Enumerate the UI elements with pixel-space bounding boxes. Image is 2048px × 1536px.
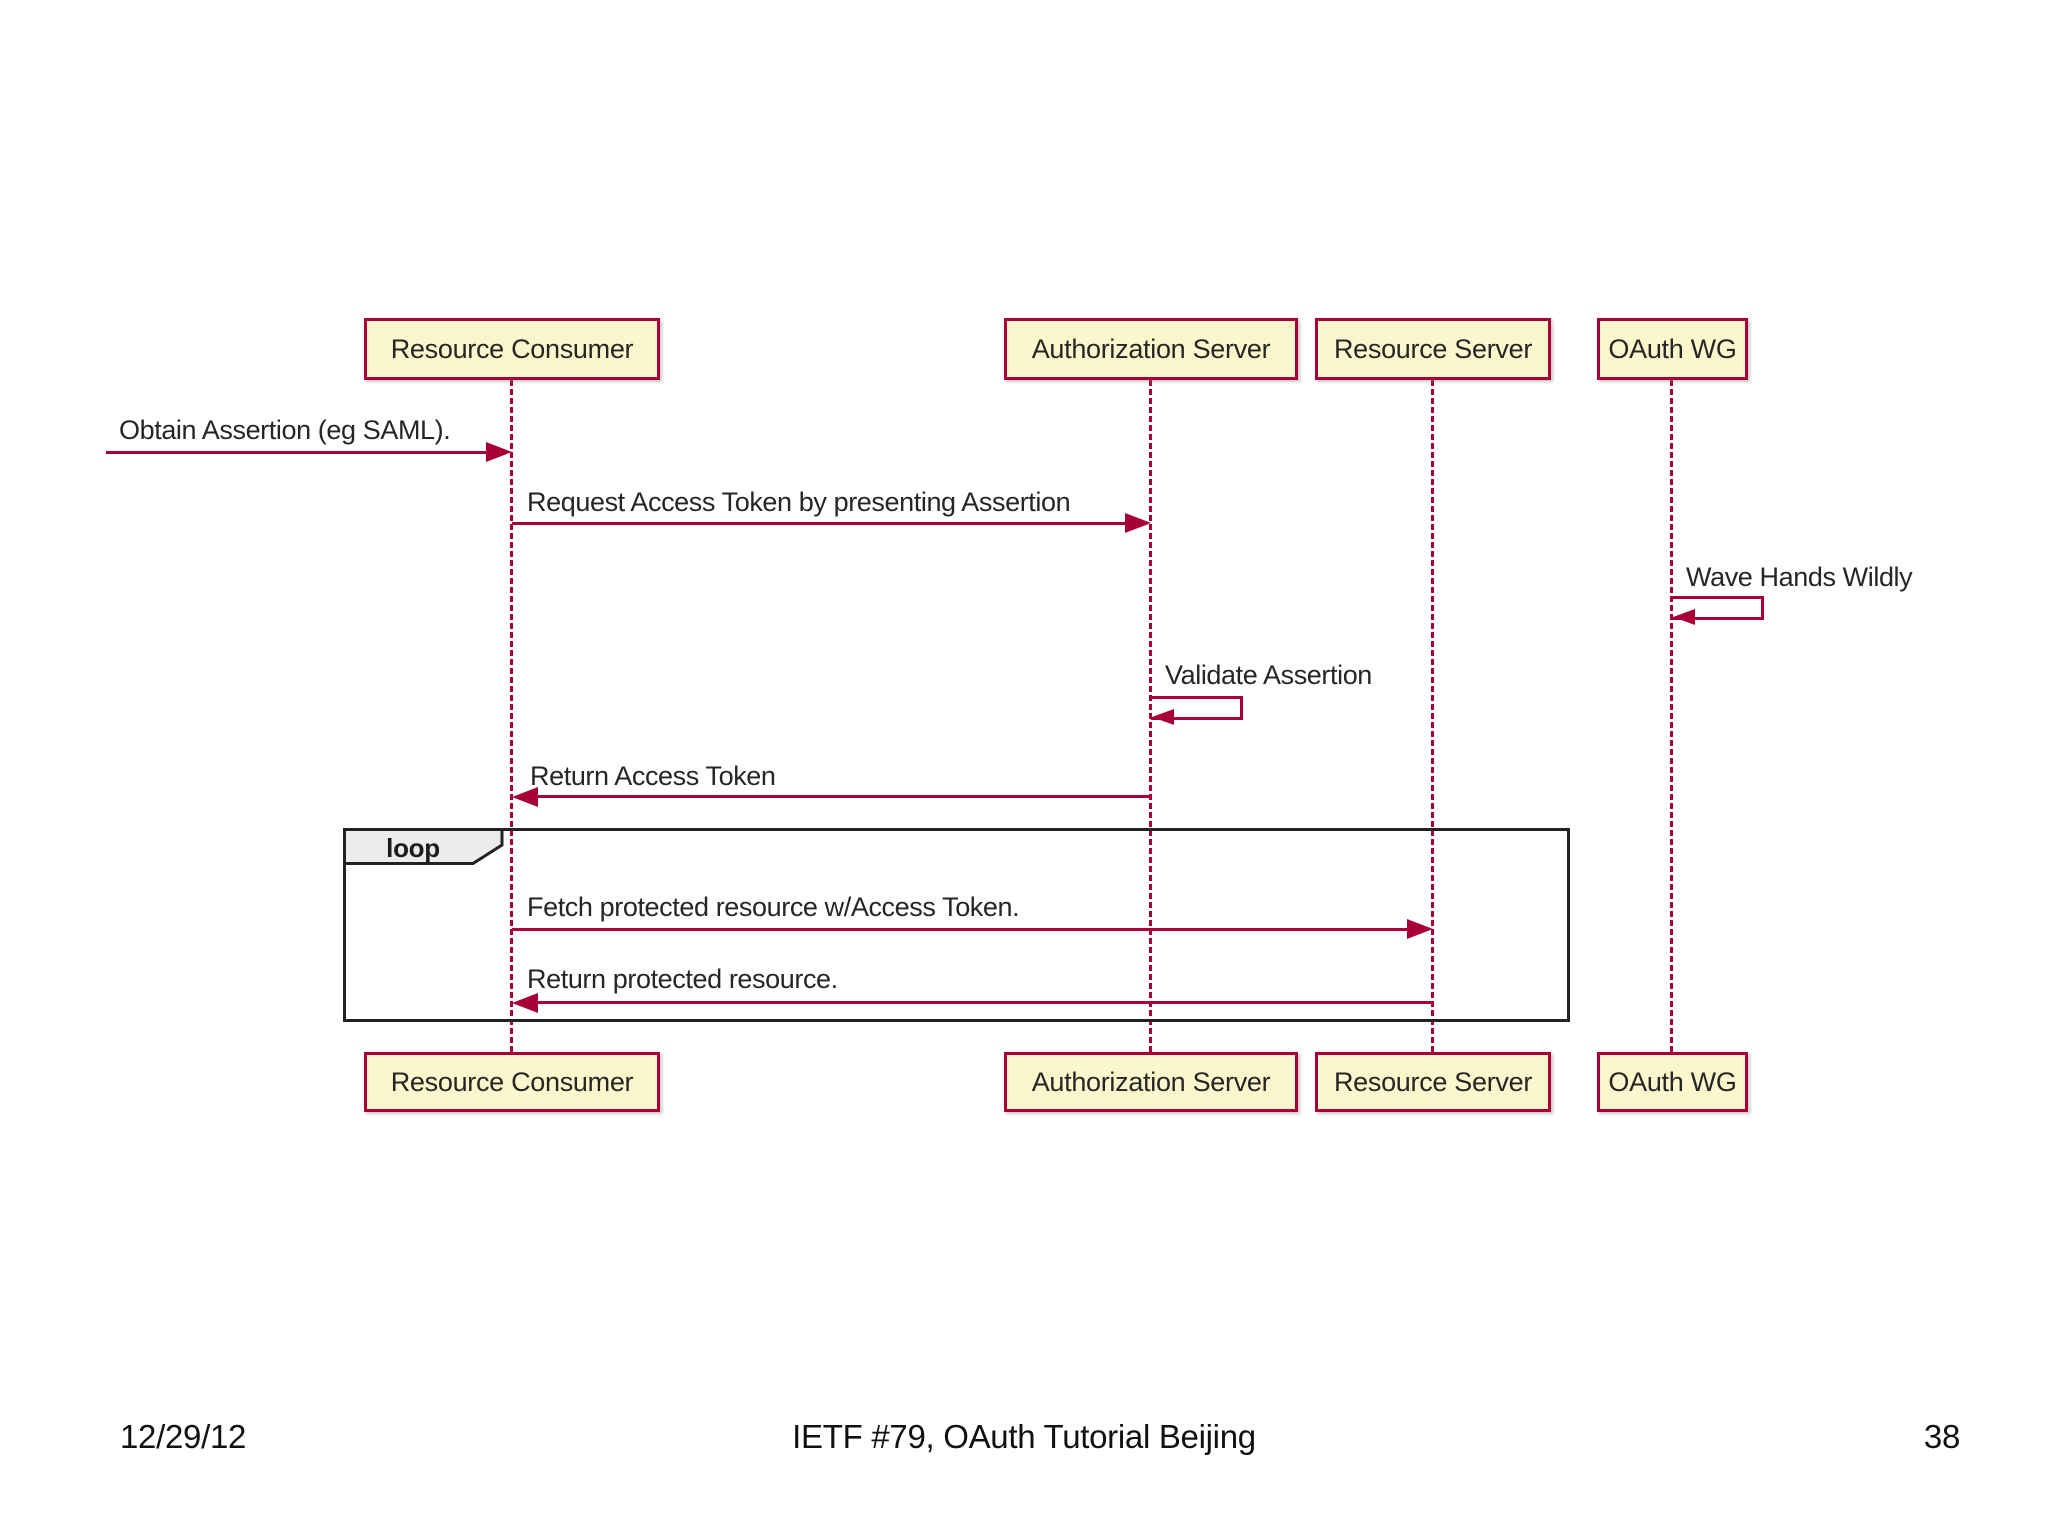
actor-bottom-oauth-wg: OAuth WG	[1597, 1052, 1748, 1112]
actor-top-resource-consumer: Resource Consumer	[364, 318, 660, 380]
actor-bottom-resource-consumer: Resource Consumer	[364, 1052, 660, 1112]
arrowhead-right-icon	[1407, 919, 1433, 939]
footer-page-number: 38	[1923, 1418, 1960, 1455]
arrowhead-left-icon	[512, 993, 538, 1013]
message-label-return-protected-resource: Return protected resource.	[527, 964, 838, 994]
lifeline-resource-consumer	[510, 380, 513, 1052]
loop-tab	[343, 828, 504, 865]
actor-bottom-authorization-server: Authorization Server	[1004, 1052, 1298, 1112]
loop-frame	[343, 828, 1570, 1022]
message-label-obtain-assertion: Obtain Assertion (eg SAML).	[119, 415, 451, 445]
message-label-wave-hands-wildly: Wave Hands Wildly	[1686, 562, 1913, 592]
loop-label: loop	[386, 833, 440, 863]
message-label-return-access-token: Return Access Token	[530, 761, 776, 791]
self-message-box-oauth-wg	[1672, 596, 1764, 620]
actor-bottom-resource-server: Resource Server	[1315, 1052, 1551, 1112]
message-line-obtain-assertion	[106, 451, 488, 454]
message-line-fetch-protected-resource	[512, 928, 1409, 931]
message-label-request-access-token: Request Access Token by presenting Asser…	[527, 487, 1071, 517]
self-message-box-authorization-server	[1151, 696, 1243, 720]
message-label-validate-assertion: Validate Assertion	[1165, 660, 1372, 690]
arrowhead-left-icon	[1673, 609, 1695, 625]
lifeline-oauth-wg	[1670, 380, 1673, 1052]
lifeline-authorization-server	[1149, 380, 1152, 1052]
message-line-request-access-token	[512, 522, 1127, 525]
actor-top-oauth-wg: OAuth WG	[1597, 318, 1748, 380]
lifeline-resource-server	[1431, 380, 1434, 1052]
arrowhead-left-icon	[512, 787, 538, 807]
message-label-fetch-protected-resource: Fetch protected resource w/Access Token.	[527, 892, 1020, 922]
message-line-return-access-token	[537, 795, 1151, 798]
message-line-return-protected-resource	[537, 1001, 1433, 1004]
actor-top-resource-server: Resource Server	[1315, 318, 1551, 380]
arrowhead-right-icon	[1125, 513, 1151, 533]
actor-top-authorization-server: Authorization Server	[1004, 318, 1298, 380]
arrowhead-left-icon	[1152, 709, 1174, 725]
footer-date: 12/29/12	[120, 1418, 247, 1455]
footer-slide-title: IETF #79, OAuth Tutorial Beijing	[792, 1418, 1256, 1455]
arrowhead-right-icon	[486, 442, 512, 462]
